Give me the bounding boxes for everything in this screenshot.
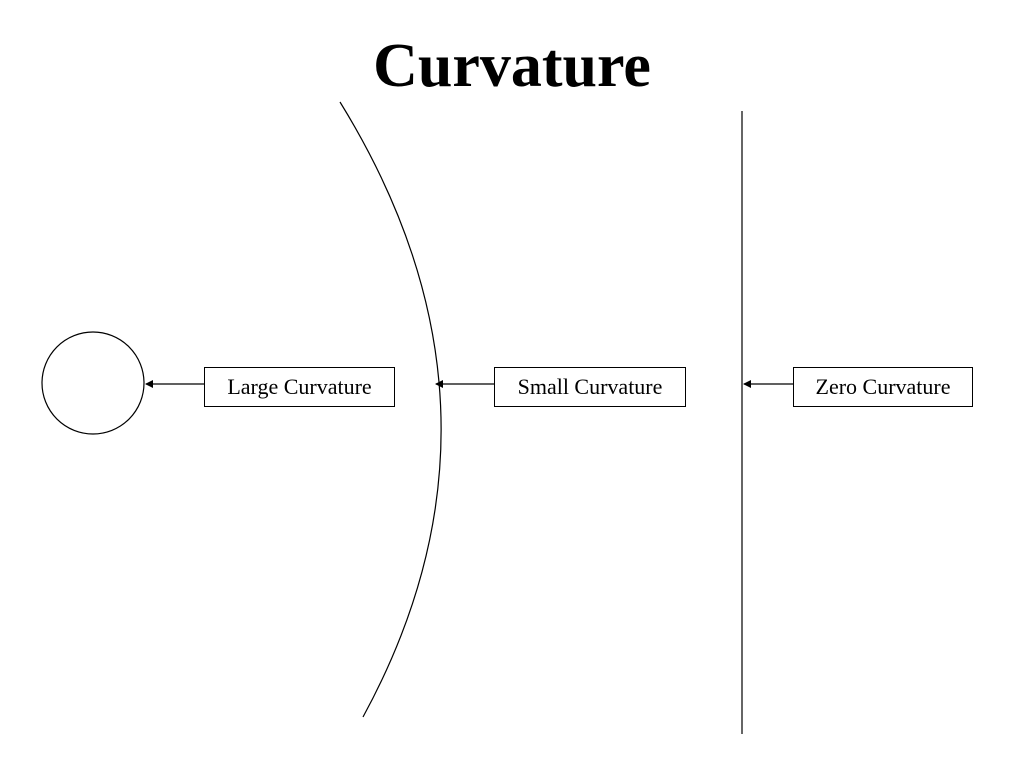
large-arc-shape [339, 101, 442, 718]
small-circle-shape [41, 331, 145, 435]
label-zero-curvature: Zero Curvature [793, 367, 973, 407]
label-small-curvature: Small Curvature [494, 367, 686, 407]
page-title: Curvature [373, 32, 651, 100]
label-large-curvature: Large Curvature [204, 367, 395, 407]
